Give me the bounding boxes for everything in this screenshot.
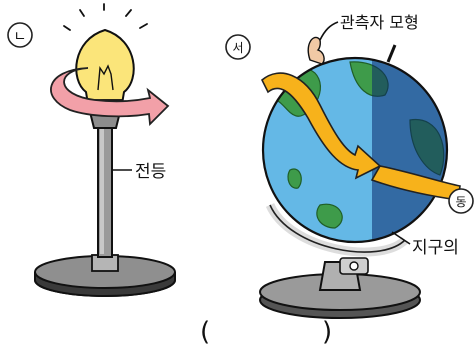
globe-label: 지구의 xyxy=(412,238,459,258)
svg-text:ㄴ: ㄴ xyxy=(14,29,27,45)
svg-text:서: 서 xyxy=(232,41,243,55)
svg-text:동: 동 xyxy=(455,195,466,209)
observer-label: 관측자 모형 xyxy=(340,13,419,32)
answer-close-paren: ) xyxy=(322,317,332,347)
observer-model-icon xyxy=(307,36,325,65)
globe: 관측자 모형 서 동 지구의 xyxy=(225,13,474,319)
lamp-rotation-arrow xyxy=(50,67,170,126)
panel-marker: ㄴ xyxy=(7,22,33,48)
lamp-label: 전등 xyxy=(135,162,166,182)
west-marker: 서 xyxy=(225,34,251,60)
answer-open-paren: ( xyxy=(200,317,210,347)
east-marker: 동 xyxy=(448,188,474,214)
bulb-icon xyxy=(75,28,135,105)
lamp: 전등 xyxy=(34,3,176,297)
